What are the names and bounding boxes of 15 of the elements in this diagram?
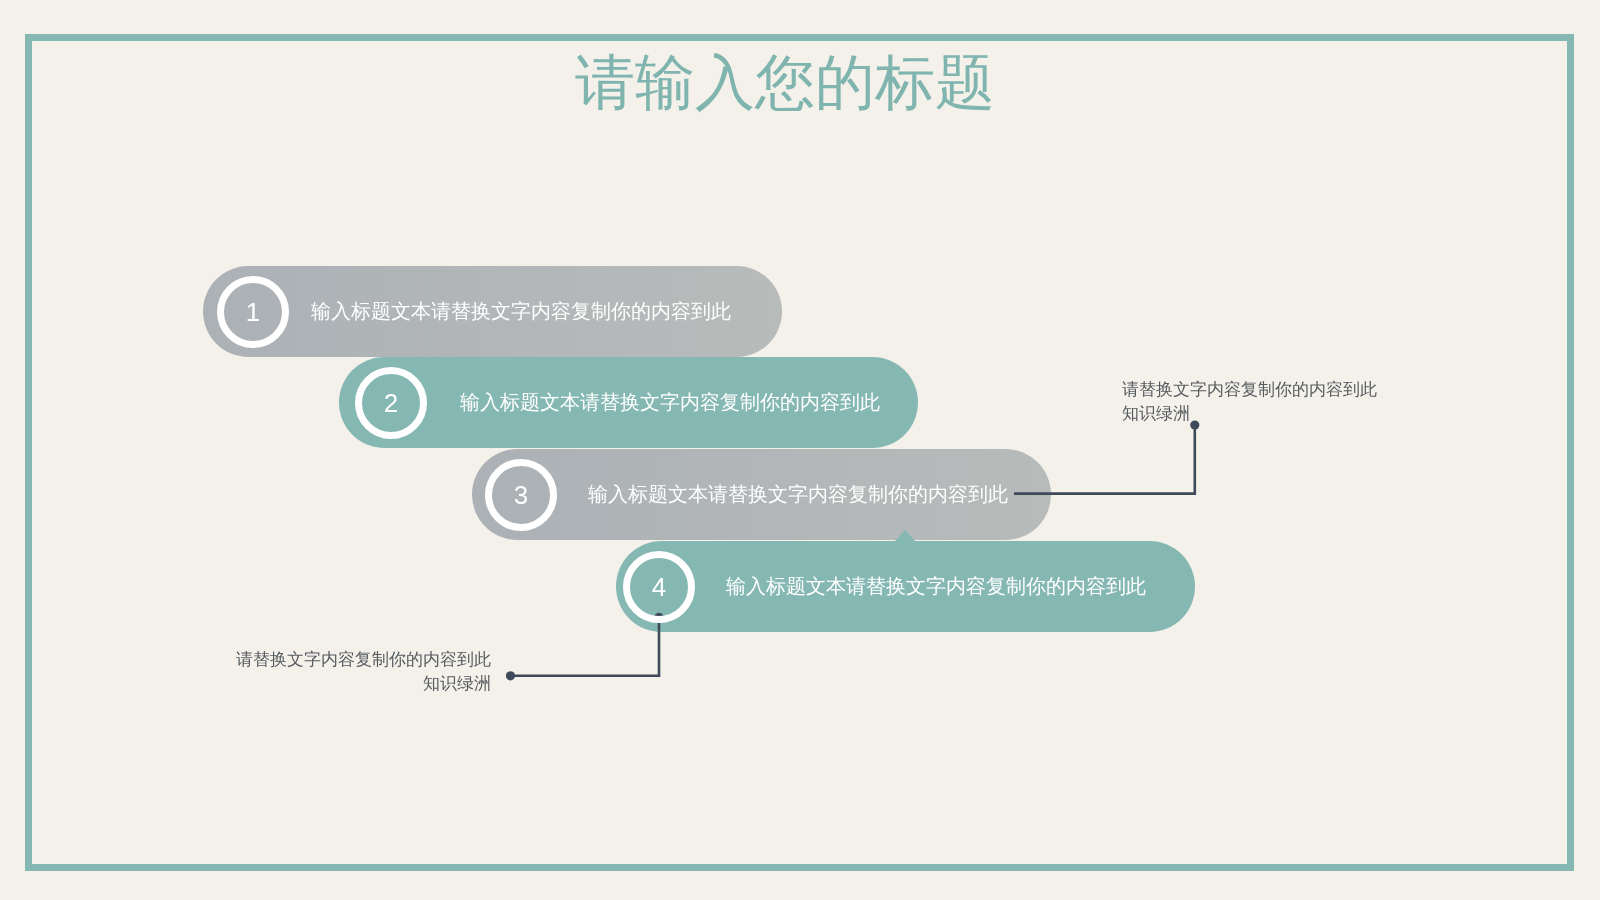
callout-text: 请替换文字内容复制你的内容到此 [236,649,491,670]
number-circle: 3 [485,459,557,531]
step-text: 输入标题文本请替换文字内容复制你的内容到此 [460,390,880,415]
number-circle: 2 [355,367,427,439]
step-text: 输入标题文本请替换文字内容复制你的内容到此 [588,482,1008,507]
leader-line [1013,420,1200,495]
callout-caption: 知识绿洲 [423,673,491,694]
slide-title: 请输入您的标题 [575,50,995,116]
callout-text: 请替换文字内容复制你的内容到此 [1122,379,1377,400]
step-text: 输入标题文本请替换文字内容复制你的内容到此 [726,574,1146,599]
leader-line [505,612,664,681]
step-text: 输入标题文本请替换文字内容复制你的内容到此 [311,299,731,324]
number-circle: 4 [623,551,695,623]
number-circle: 1 [217,276,289,348]
callout-caption: 知识绿洲 [1122,403,1190,424]
